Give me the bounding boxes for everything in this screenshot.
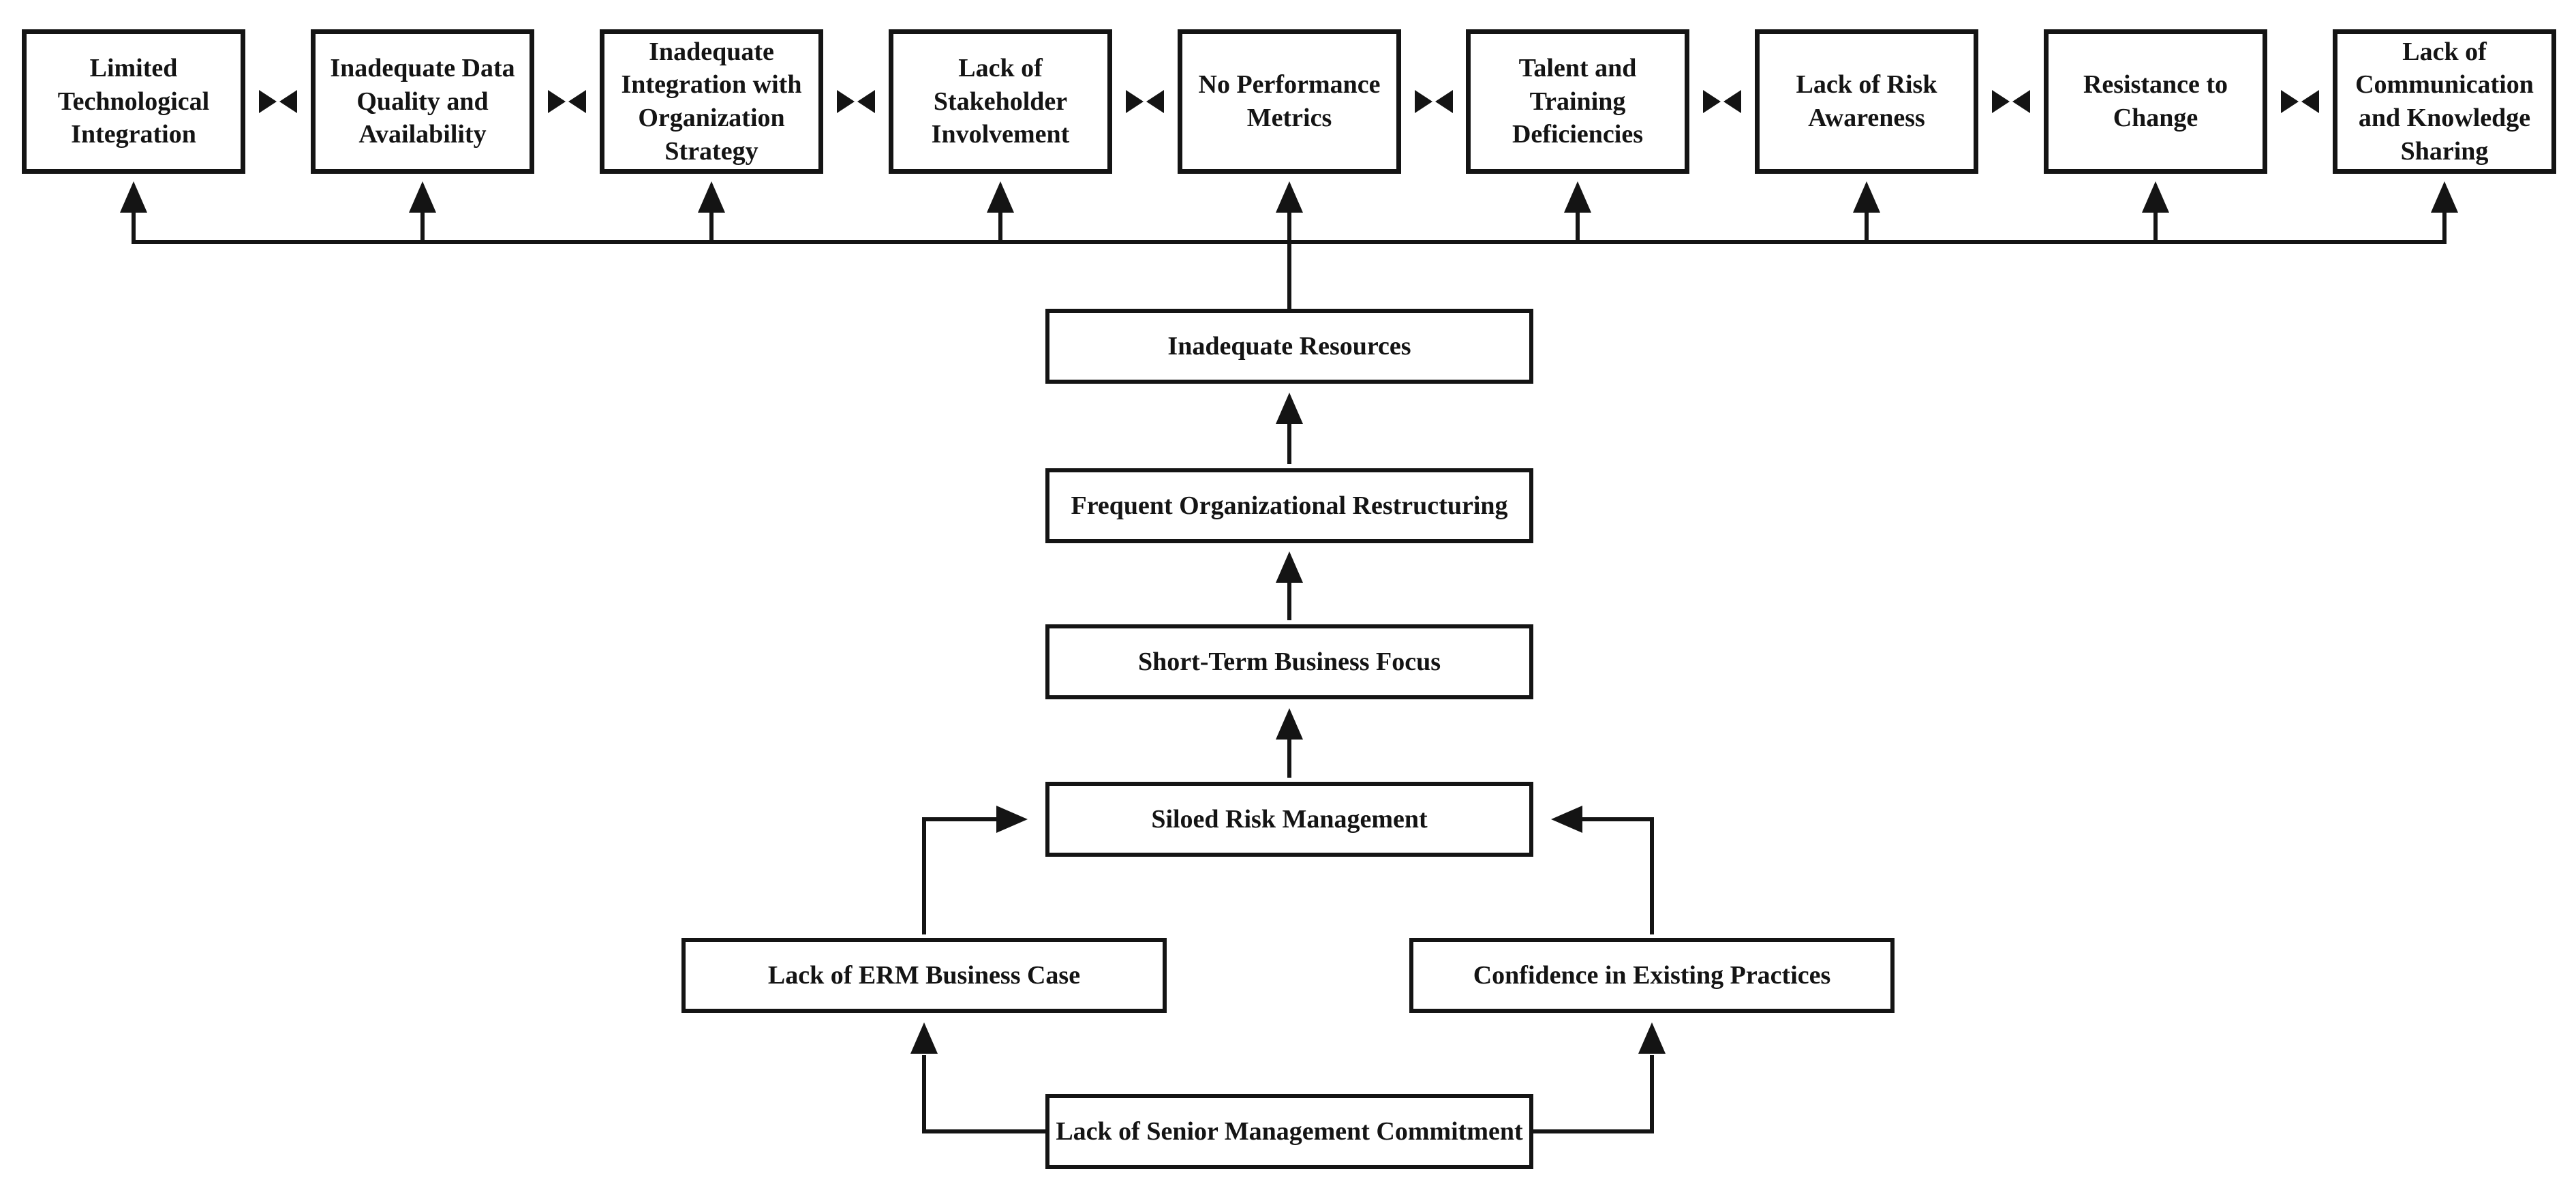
node-inadequate-resources: Inadequate Resources [1045, 309, 1533, 384]
node-short-term-focus: Short-Term Business Focus [1045, 624, 1533, 699]
elbow-root-left [910, 1022, 1045, 1133]
node-resistance-to-change: Resistance to Change [2044, 29, 2267, 174]
node-label: Lack of Communication and Knowledge Shar… [2355, 37, 2534, 166]
elbow-root-right [1533, 1022, 1666, 1133]
node-erm-business-case: Lack of ERM Business Case [681, 938, 1167, 1013]
bus-line [134, 240, 2444, 309]
node-label: Limited Technological Integration [57, 54, 210, 149]
node-label: Lack of Senior Management Commitment [1056, 1116, 1523, 1146]
node-inadequate-data-quality: Inadequate Data Quality and Availability [311, 29, 534, 174]
node-frequent-restructuring: Frequent Organizational Restructuring [1045, 468, 1533, 543]
node-siloed-risk-management: Siloed Risk Management [1045, 782, 1533, 857]
node-limited-technological-integration: Limited Technological Integration [22, 29, 245, 174]
node-label: Talent and Training Deficiencies [1512, 54, 1644, 149]
node-communication-knowledge-sharing: Lack of Communication and Knowledge Shar… [2333, 29, 2556, 174]
elbow-left-branch [922, 806, 1028, 934]
node-no-performance-metrics: No Performance Metrics [1178, 29, 1401, 174]
node-risk-awareness: Lack of Risk Awareness [1755, 29, 1978, 174]
bus-up-arrows [120, 181, 2458, 244]
node-label: Resistance to Change [2083, 70, 2228, 132]
chain-arrows [1276, 393, 1303, 778]
node-label: Inadequate Resources [1167, 331, 1411, 361]
node-label: Inadequate Integration with Organization… [621, 37, 802, 166]
node-label: Lack of Risk Awareness [1796, 70, 1937, 132]
node-label: No Performance Metrics [1198, 70, 1381, 132]
node-label: Lack of Stakeholder Involvement [931, 54, 1070, 149]
node-senior-management-commitment: Lack of Senior Management Commitment [1045, 1094, 1533, 1169]
node-talent-training-deficiencies: Talent and Training Deficiencies [1466, 29, 1689, 174]
node-stakeholder-involvement: Lack of Stakeholder Involvement [889, 29, 1112, 174]
node-label: Inadequate Data Quality and Availability [330, 54, 515, 149]
node-integration-with-strategy: Inadequate Integration with Organization… [600, 29, 823, 174]
node-label: Lack of ERM Business Case [767, 960, 1081, 990]
node-label: Short-Term Business Focus [1137, 647, 1441, 676]
elbow-right-branch [1551, 806, 1654, 934]
node-confidence-existing-practices: Confidence in Existing Practices [1409, 938, 1895, 1013]
node-label: Frequent Organizational Restructuring [1071, 491, 1508, 520]
node-label: Confidence in Existing Practices [1473, 960, 1831, 990]
node-label: Siloed Risk Management [1151, 804, 1428, 834]
